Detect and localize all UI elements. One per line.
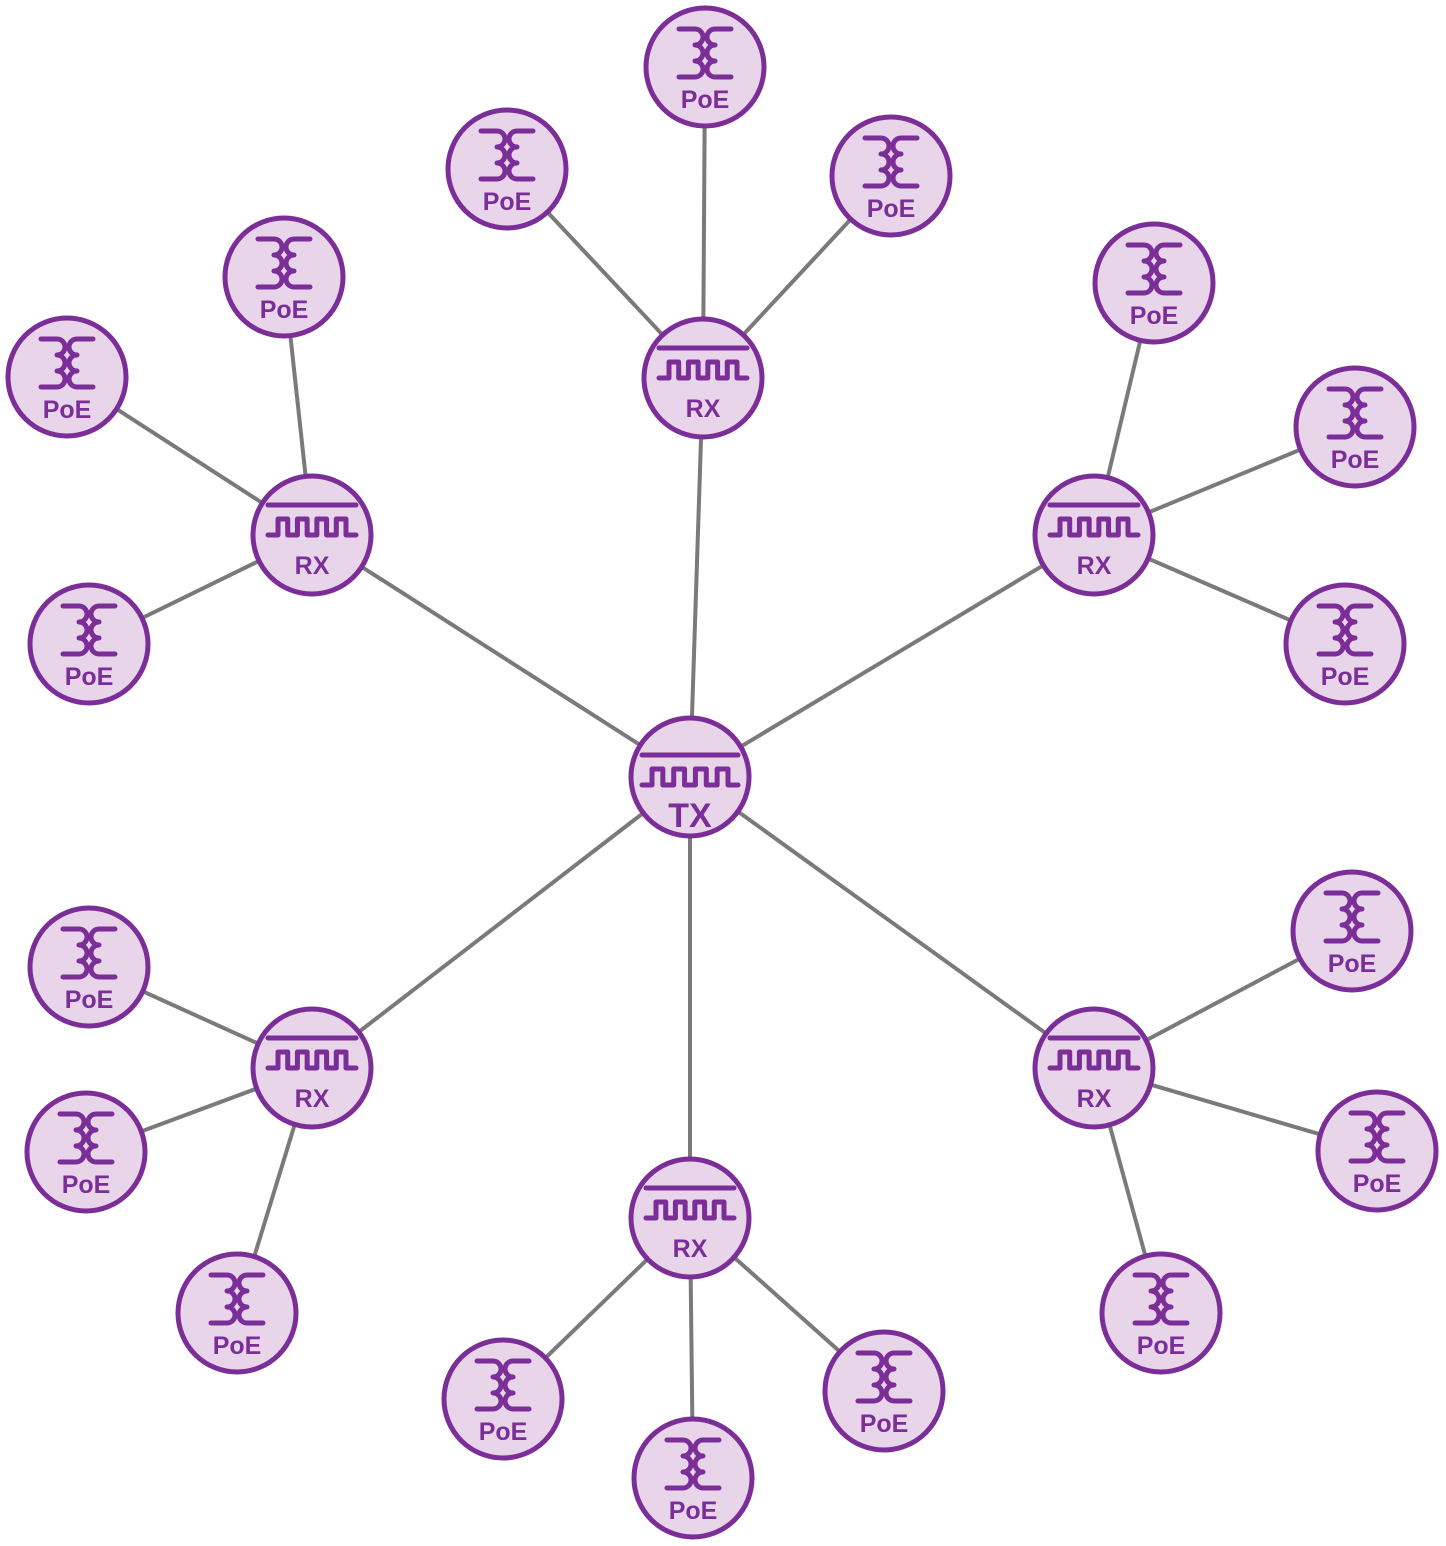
node-label: PoE	[213, 1332, 262, 1360]
poe-node[interactable]: PoE	[643, 5, 767, 129]
node-label: PoE	[1321, 663, 1370, 691]
node-label: PoE	[1130, 302, 1179, 330]
transformer-coil-icon	[1132, 1272, 1190, 1326]
node-label: PoE	[681, 86, 730, 114]
transformer-coil-icon	[38, 336, 96, 390]
node-label: PoE	[62, 1171, 111, 1199]
poe-node[interactable]: PoE	[822, 1329, 946, 1453]
connection-line	[688, 775, 1096, 1070]
poe-node[interactable]: PoE	[175, 1251, 299, 1375]
node-label: RX	[1077, 552, 1112, 580]
node-label: PoE	[1328, 950, 1377, 978]
transformer-coil-icon	[855, 1350, 913, 1404]
rx-node[interactable]: RX	[1032, 1006, 1156, 1130]
rx-node[interactable]: RX	[628, 1156, 752, 1280]
poe-node[interactable]: PoE	[1293, 365, 1417, 489]
square-wave-icon	[1047, 502, 1141, 538]
transformer-coil-icon	[208, 1272, 266, 1326]
transformer-coil-icon	[862, 135, 920, 189]
connection-line	[310, 775, 692, 1070]
square-wave-icon	[639, 752, 741, 788]
tx-node-circle	[628, 715, 752, 839]
poe-node[interactable]: PoE	[1099, 1251, 1223, 1375]
rx-node[interactable]: RX	[1032, 473, 1156, 597]
poe-node[interactable]: PoE	[5, 315, 129, 439]
nodes: RX PoE PoE PoE RX PoE PoE PoE RX PoE PoE PoE RX PoE Po…	[5, 5, 1439, 1540]
transformer-coil-icon	[1316, 603, 1374, 657]
poe-node[interactable]: PoE	[27, 905, 151, 1029]
transformer-coil-icon	[57, 1111, 115, 1165]
transformer-coil-icon	[478, 128, 536, 182]
transformer-coil-icon	[1323, 890, 1381, 944]
poe-node[interactable]: PoE	[1290, 869, 1414, 993]
rx-node[interactable]: RX	[250, 473, 374, 597]
transformer-coil-icon	[60, 603, 118, 657]
poe-node[interactable]: PoE	[1092, 221, 1216, 345]
square-wave-icon	[265, 502, 359, 538]
transformer-coil-icon	[60, 926, 118, 980]
poe-node[interactable]: PoE	[222, 215, 346, 339]
transformer-coil-icon	[1348, 1110, 1406, 1164]
connection-line	[310, 533, 692, 779]
rx-node[interactable]: RX	[641, 316, 765, 440]
transformer-coil-icon	[1326, 386, 1384, 440]
node-label: PoE	[1353, 1170, 1402, 1198]
square-wave-icon	[643, 1185, 737, 1221]
node-label: PoE	[260, 296, 309, 324]
node-label: PoE	[867, 195, 916, 223]
node-label: PoE	[1331, 446, 1380, 474]
connection-line	[688, 377, 705, 778]
square-wave-icon	[265, 1035, 359, 1071]
poe-node[interactable]: PoE	[829, 114, 953, 238]
node-label: PoE	[483, 188, 532, 216]
rx-node[interactable]: RX	[250, 1006, 374, 1130]
connection-line	[688, 533, 1096, 779]
poe-node[interactable]: PoE	[631, 1416, 755, 1540]
node-label: RX	[295, 552, 330, 580]
transformer-coil-icon	[664, 1437, 722, 1491]
node-label: RX	[295, 1085, 330, 1113]
poe-node[interactable]: PoE	[24, 1090, 148, 1214]
transformer-coil-icon	[676, 26, 734, 80]
poe-node[interactable]: PoE	[27, 582, 151, 706]
node-label: PoE	[669, 1497, 718, 1525]
node-label: TX	[668, 797, 712, 835]
node-label: RX	[1077, 1085, 1112, 1113]
node-label: PoE	[65, 986, 114, 1014]
node-label: PoE	[65, 663, 114, 691]
node-label: PoE	[479, 1418, 528, 1446]
transformer-coil-icon	[1125, 242, 1183, 296]
node-label: PoE	[860, 1410, 909, 1438]
transformer-coil-icon	[474, 1358, 532, 1412]
tx-node[interactable]: TX	[628, 715, 752, 839]
poe-node[interactable]: PoE	[1283, 582, 1407, 706]
node-label: RX	[686, 395, 721, 423]
square-wave-icon	[1047, 1035, 1141, 1071]
poe-node[interactable]: PoE	[1315, 1089, 1439, 1213]
node-label: PoE	[43, 396, 92, 424]
poe-node[interactable]: PoE	[445, 107, 569, 231]
poe-node[interactable]: PoE	[441, 1337, 565, 1461]
node-label: PoE	[1137, 1332, 1186, 1360]
square-wave-icon	[656, 345, 750, 381]
transformer-coil-icon	[255, 236, 313, 290]
node-label: RX	[673, 1235, 708, 1263]
